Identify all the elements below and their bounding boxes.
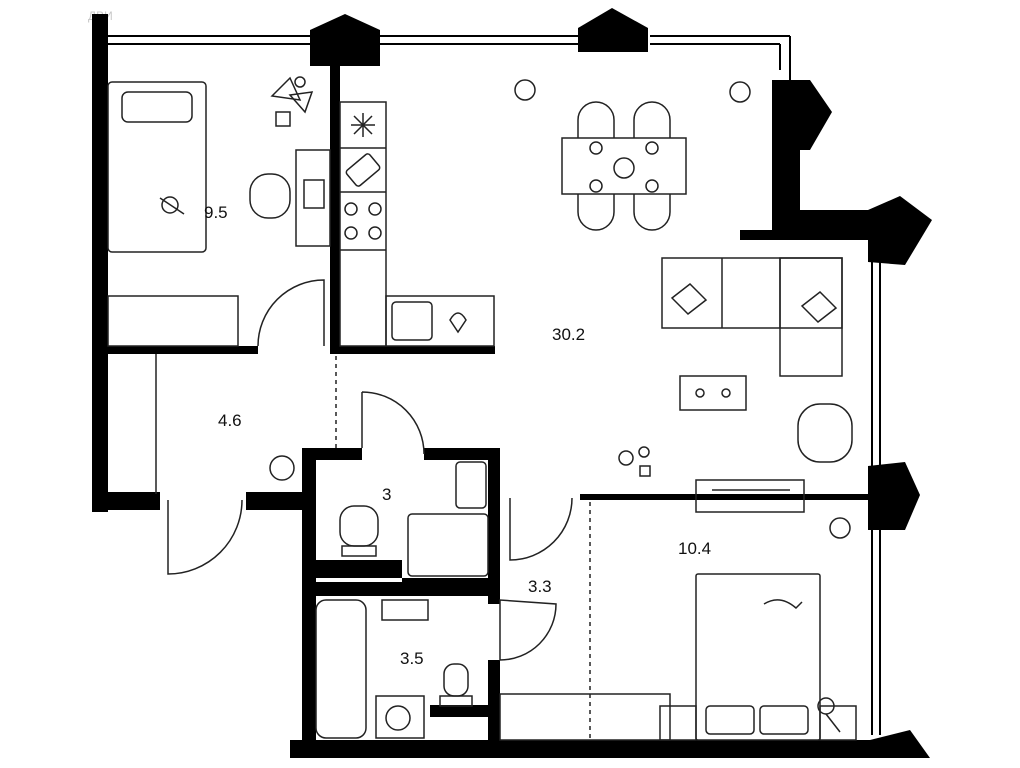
bath-lower-fixtures (315, 599, 473, 739)
coffee-table-icon (679, 375, 747, 411)
room-area-bedroom-large: 10.4 (678, 539, 711, 558)
sofa-icon (661, 257, 843, 377)
armchair-icon (797, 403, 853, 463)
sink-icon (391, 301, 467, 341)
lamp-icon (817, 697, 841, 733)
cutting-board-icon (345, 153, 381, 187)
tv-console-icon (695, 479, 805, 513)
bath-upper-fixtures (339, 461, 489, 577)
blocks-icon (270, 76, 314, 127)
flower-icon (829, 517, 851, 539)
fan-icon (351, 113, 375, 137)
room-area-living-kitchen: 30.2 (552, 325, 585, 344)
toys-icon (618, 446, 651, 477)
cat-icon (763, 599, 803, 610)
bed-small-icon (107, 81, 207, 253)
room-area-bathroom-lower: 3.5 (400, 649, 424, 668)
room-area-hall: 4.6 (218, 411, 242, 430)
desk-icon (249, 149, 331, 247)
stove-icon (344, 202, 382, 240)
room-area-corridor: 3.3 (528, 577, 552, 596)
bed-large-icon (659, 573, 857, 741)
room-labels: 9.5 30.2 4.6 3 3.3 3.5 10.4 (204, 203, 711, 668)
plant-icon (514, 79, 751, 103)
dining-table-icon (561, 101, 687, 231)
room-area-bedroom-small: 9.5 (204, 203, 228, 222)
kitchen-counter (339, 101, 495, 347)
room-area-bathroom-upper: 3 (382, 485, 391, 504)
toy-icon (159, 196, 185, 215)
walls (92, 8, 932, 758)
doors (107, 279, 671, 741)
hall-lamp-icon (269, 455, 295, 481)
furniture (107, 76, 857, 741)
